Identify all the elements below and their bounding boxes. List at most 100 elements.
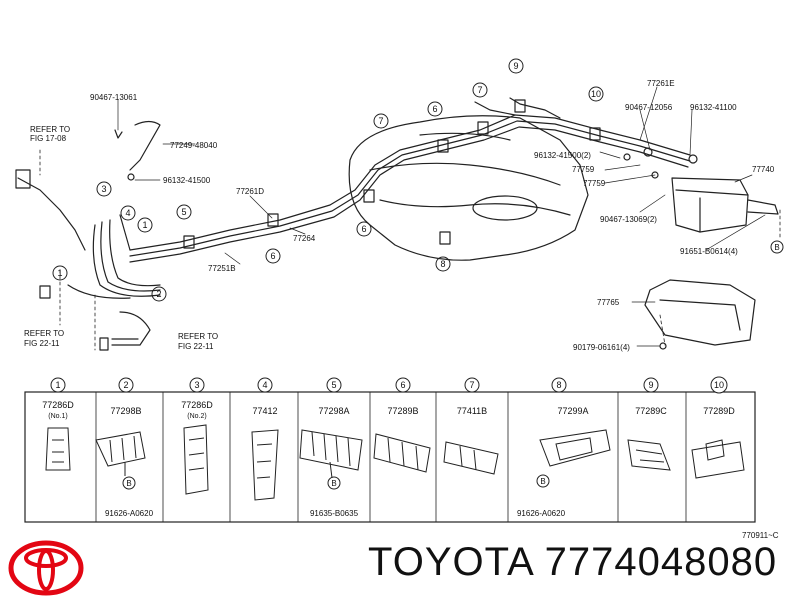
legend-part: 77289D (703, 406, 735, 416)
legend-sub: (No.2) (187, 413, 206, 420)
legend-number: 7 (464, 377, 480, 393)
legend-number: 1 (50, 377, 66, 393)
callout: 6 (265, 248, 281, 264)
part-label: 96132-41100 (690, 103, 737, 112)
callout: 7 (472, 82, 488, 98)
clip-drawing-3 (183, 424, 209, 495)
part-label: 96132-41500 (163, 176, 211, 185)
legend-table: 1 2 3 4 5 6 7 8 9 10 77286D (No.1) 77298… (24, 376, 756, 523)
badge-b: B (126, 479, 131, 488)
clip-drawing-7 (443, 441, 499, 475)
callout: 1 (137, 217, 153, 233)
legend-number: 3 (189, 377, 205, 393)
svg-text:4: 4 (125, 208, 130, 218)
legend-part: 77286D (181, 400, 213, 410)
part-label: 77251B (208, 264, 236, 273)
legend-number: 9 (643, 377, 659, 393)
legend-sub: (No.1) (48, 413, 67, 420)
callout: 8 (435, 256, 451, 272)
svg-text:1: 1 (55, 380, 60, 390)
callout: 1 (52, 265, 68, 281)
refer-notes: REFER TO FIG 17-08 REFER TO FIG 22-11 RE… (24, 125, 218, 351)
part-label: 91651-B0614(4) (680, 247, 738, 256)
legend-number: 4 (257, 377, 273, 393)
legend-number: 6 (395, 377, 411, 393)
charcoal-canister (671, 177, 749, 233)
badge-b: B (774, 243, 779, 252)
part-label: 77759 (572, 165, 595, 174)
svg-text:6: 6 (361, 224, 366, 234)
clip-drawing-6 (373, 433, 431, 473)
fuel-line-main (129, 114, 691, 251)
brand-part-number: TOYOTA 7774048080 (368, 540, 778, 584)
svg-text:10: 10 (591, 89, 601, 99)
svg-text:7: 7 (469, 380, 474, 390)
diagram-code: 770911~C (742, 531, 779, 540)
callout: 9 (508, 58, 524, 74)
fuel-tank (348, 115, 589, 261)
legend-part: 77412 (252, 406, 277, 416)
svg-text:3: 3 (101, 184, 106, 194)
clip-drawing-2 (95, 431, 146, 476)
legend-number: 5 (326, 377, 342, 393)
callout: 6 (356, 221, 372, 237)
legend-part: 77298A (318, 406, 349, 416)
legend-bolt: 91626-A0620 (517, 509, 566, 518)
legend-part: 77411B (457, 406, 487, 416)
clip-drawing-5 (299, 429, 363, 479)
svg-text:2: 2 (156, 289, 161, 299)
toyota-logo-icon (8, 540, 84, 596)
callout: 10 (588, 86, 604, 102)
callout: 6 (427, 101, 443, 117)
clip-drawing-1 (45, 427, 71, 471)
refer-note-line: FIG 17-08 (30, 134, 67, 143)
part-labels: 90467-13061 77249-48040 96132-41500 7726… (90, 79, 775, 352)
part-label: 77264 (293, 234, 316, 243)
part-label: 77261E (647, 79, 675, 88)
legend-number: 8 (551, 377, 567, 393)
svg-text:7: 7 (477, 85, 482, 95)
callouts: 9 7 6 10 7 3 4 1 5 6 6 8 1 2 (52, 58, 604, 302)
legend-part: 77289C (635, 406, 667, 416)
part-label: 77261D (236, 187, 264, 196)
legend-number: 10 (710, 376, 728, 394)
svg-text:5: 5 (331, 380, 336, 390)
part-label: 90467-13069(2) (600, 215, 657, 224)
clip-drawing-9 (627, 439, 671, 471)
part-label: 77249-48040 (170, 141, 218, 150)
legend-part: 77289B (387, 406, 418, 416)
part-label: 77759 (583, 179, 606, 188)
svg-text:9: 9 (513, 61, 518, 71)
legend-number: 2 (118, 377, 134, 393)
legend-part: 77299A (557, 406, 588, 416)
callout: 4 (120, 205, 136, 221)
part-label: 77765 (597, 298, 620, 307)
legend-bolt: 91635-B0635 (310, 509, 359, 518)
svg-text:1: 1 (142, 220, 147, 230)
svg-text:8: 8 (556, 380, 561, 390)
refer-note-line: REFER TO (30, 125, 70, 134)
svg-text:8: 8 (440, 259, 445, 269)
legend-part: 77298B (110, 406, 141, 416)
part-label: 96132-41500(2) (534, 151, 591, 160)
part-label: 77740 (752, 165, 775, 174)
svg-text:5: 5 (181, 207, 186, 217)
callout: 2 (151, 286, 167, 302)
svg-text:10: 10 (714, 380, 724, 390)
legend-part: 77286D (42, 400, 74, 410)
refer-note-line: REFER TO (178, 332, 218, 341)
clip-drawing-10 (691, 439, 745, 479)
clip-drawing-4 (251, 429, 279, 501)
badge-b: B (540, 477, 545, 486)
svg-text:6: 6 (432, 104, 437, 114)
refer-note-line: FIG 22-11 (24, 339, 60, 348)
clip-drawing-8 (539, 429, 611, 467)
callout: 5 (176, 204, 192, 220)
svg-text:9: 9 (648, 380, 653, 390)
part-label: 90467-12056 (625, 103, 673, 112)
part-label: 90467-13061 (90, 93, 138, 102)
callout: 7 (373, 113, 389, 129)
svg-text:7: 7 (378, 116, 383, 126)
svg-text:6: 6 (400, 380, 405, 390)
